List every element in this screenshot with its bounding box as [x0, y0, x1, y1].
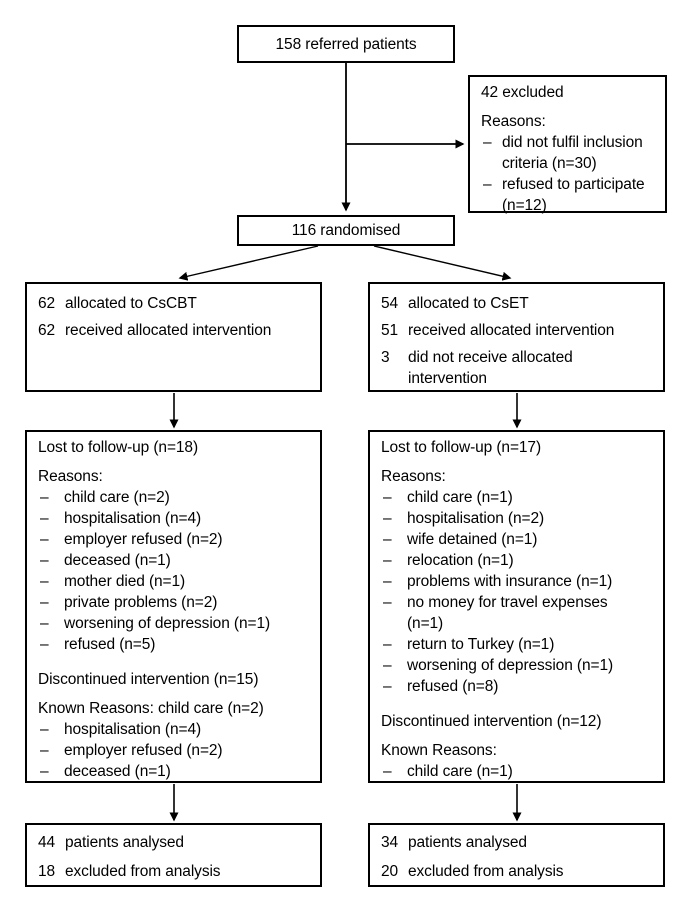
followup-reason-item: – child care (n=1) — [383, 489, 513, 506]
followup-reason-item: – worsening of depression (n=1) — [383, 657, 614, 674]
analysed-cscbt-box: 44 patients analysed 18 excluded from an… — [25, 823, 322, 887]
analysed-line: 34 patients analysed — [381, 834, 527, 851]
analysed-line: 18 excluded from analysis — [38, 863, 221, 880]
allocation-line: 62 received allocated intervention — [38, 322, 272, 339]
followup-reason-item: – hospitalisation (n=4) — [40, 510, 202, 527]
followup-title: Lost to follow-up (n=18) — [38, 439, 199, 456]
followup-reason-item: – wife detained (n=1) — [383, 531, 538, 548]
bullet-dash: – — [383, 594, 392, 611]
followup-title: Lost to follow-up (n=17) — [381, 439, 542, 456]
followup-reason-item: – child care (n=2) — [40, 489, 170, 506]
followup-reason-item: – private problems (n=2) — [40, 594, 218, 611]
bullet-dash: – — [383, 636, 392, 653]
analysed-cset-box: 34 patients analysed 20 excluded from an… — [368, 823, 665, 887]
bullet-dash: – — [40, 721, 49, 738]
bullet-dash: – — [383, 657, 392, 674]
bullet-dash: – — [40, 742, 49, 759]
arrow-randomised-to-cscbt — [178, 245, 319, 281]
bullet-dash: – — [40, 552, 49, 569]
known-reasons-label: Known Reasons: — [381, 742, 497, 759]
known-reason-item: – employer refused (n=2) — [40, 742, 223, 759]
followup-cscbt-box: Lost to follow-up (n=18) Reasons: – chil… — [25, 430, 322, 783]
bullet-dash: – — [383, 489, 392, 506]
allocation-line: 54 allocated to CsET — [381, 295, 529, 312]
allocation-cset-box: 54 allocated to CsET 51 received allocat… — [368, 282, 665, 392]
bullet-dash: – — [383, 573, 392, 590]
bullet-dash: – — [40, 594, 49, 611]
followup-reason-item: – worsening of depression (n=1) — [40, 615, 271, 632]
analysed-line: 44 patients analysed — [38, 834, 184, 851]
known-reason-item: – deceased (n=1) — [40, 763, 171, 780]
bullet-dash: – — [40, 510, 49, 527]
followup-reason-item: – employer refused (n=2) — [40, 531, 223, 548]
known-reason-item: – hospitalisation (n=4) — [40, 721, 202, 738]
known-reasons-label: Known Reasons: child care (n=2) — [38, 700, 264, 717]
followup-reasons-label: Reasons: — [381, 468, 446, 485]
bullet-dash: – — [383, 678, 392, 695]
bullet-dash: – — [40, 763, 49, 780]
randomised-label: 116 randomised — [291, 222, 401, 239]
bullet-dash: – — [40, 489, 49, 506]
bullet-dash: – — [383, 531, 392, 548]
arrow-randomised-to-cset — [373, 245, 512, 281]
followup-cset-box: Lost to follow-up (n=17) Reasons: – chil… — [368, 430, 665, 783]
bullet-dash: – — [40, 615, 49, 632]
followup-reason-item: – problems with insurance (n=1) — [383, 573, 613, 590]
referred-patients-label: 158 referred patients — [275, 35, 417, 53]
allocation-line: 3 did not receive allocated intervention — [381, 349, 573, 387]
allocation-line: 62 allocated to CsCBT — [38, 295, 197, 312]
followup-reason-item: – refused (n=8) — [383, 678, 499, 695]
discontinued-label: Discontinued intervention (n=12) — [381, 713, 602, 730]
excluded-reason-item: – did not fulfil inclusion criteria (n=3… — [483, 134, 643, 172]
allocation-cscbt-box: 62 allocated to CsCBT 62 received alloca… — [25, 282, 322, 392]
excluded-reasons-label: Reasons: — [481, 113, 546, 130]
known-reason-item: – child care (n=1) — [383, 763, 513, 780]
followup-reason-item: – hospitalisation (n=2) — [383, 510, 545, 527]
followup-reasons-label: Reasons: — [38, 468, 103, 485]
excluded-title: 42 excluded — [481, 84, 564, 101]
allocation-line: 51 received allocated intervention — [381, 322, 615, 339]
discontinued-label: Discontinued intervention (n=15) — [38, 671, 259, 688]
bullet-dash: – — [40, 531, 49, 548]
followup-reason-item: – deceased (n=1) — [40, 552, 171, 569]
bullet-dash: – — [40, 636, 49, 653]
bullet-dash: – — [483, 134, 492, 151]
excluded-reason-item: – refused to participate (n=12) — [483, 176, 645, 214]
analysed-line: 20 excluded from analysis — [381, 863, 564, 880]
bullet-dash: – — [40, 573, 49, 590]
bullet-dash: – — [383, 510, 392, 527]
referred-patients-box: 158 referred patients — [237, 25, 455, 63]
randomised-box: 116 randomised — [237, 215, 455, 246]
followup-reason-item: – no money for travel expenses (n=1) — [383, 594, 608, 632]
followup-reason-item: – relocation (n=1) — [383, 552, 514, 569]
followup-reason-item: – refused (n=5) — [40, 636, 156, 653]
bullet-dash: – — [483, 176, 492, 193]
followup-reason-item: – return to Turkey (n=1) — [383, 636, 555, 653]
excluded-box: 42 excluded Reasons: – did not fulfil in… — [468, 75, 667, 214]
bullet-dash: – — [383, 763, 392, 780]
followup-reason-item: – mother died (n=1) — [40, 573, 186, 590]
bullet-dash: – — [383, 552, 392, 569]
